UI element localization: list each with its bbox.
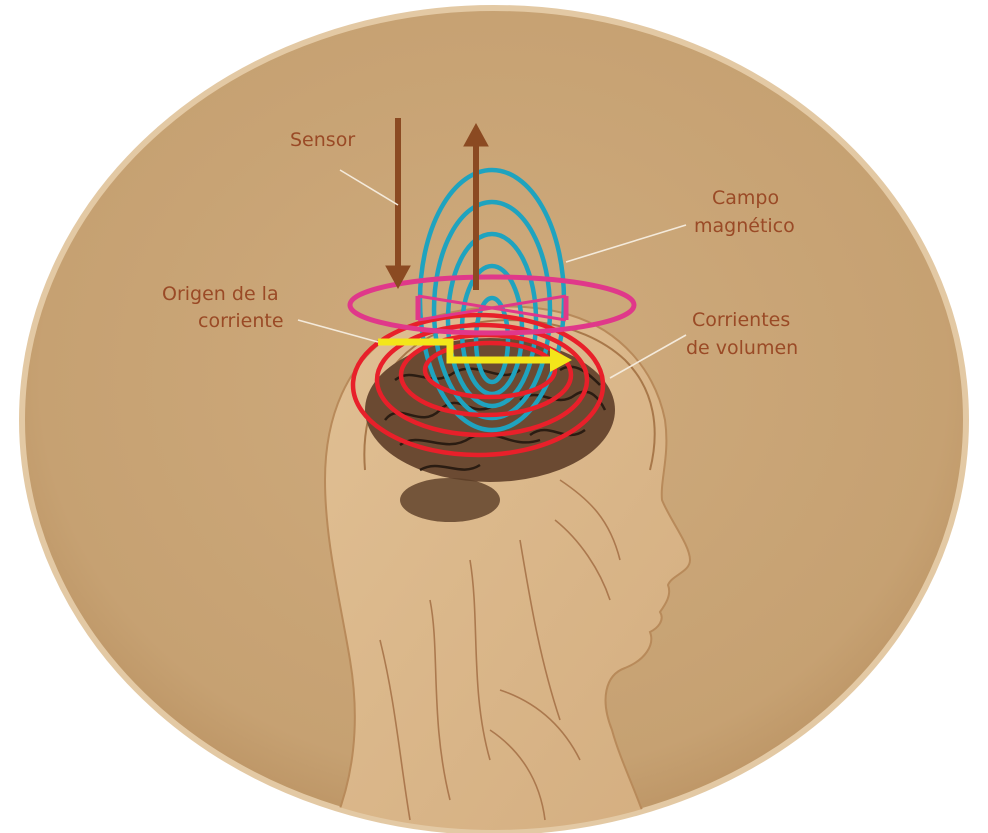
cerebellum <box>400 478 500 522</box>
label-campo-line1: Campo <box>712 187 779 209</box>
label-corrientes-line1: Corrientes <box>692 309 790 331</box>
label-origen-line2: corriente <box>198 310 284 332</box>
label-corrientes-line2: de volumen <box>686 337 798 359</box>
label-origen-line1: Origen de la <box>162 283 279 305</box>
label-campo-line2: magnético <box>694 215 795 237</box>
label-sensor: Sensor <box>290 129 355 151</box>
